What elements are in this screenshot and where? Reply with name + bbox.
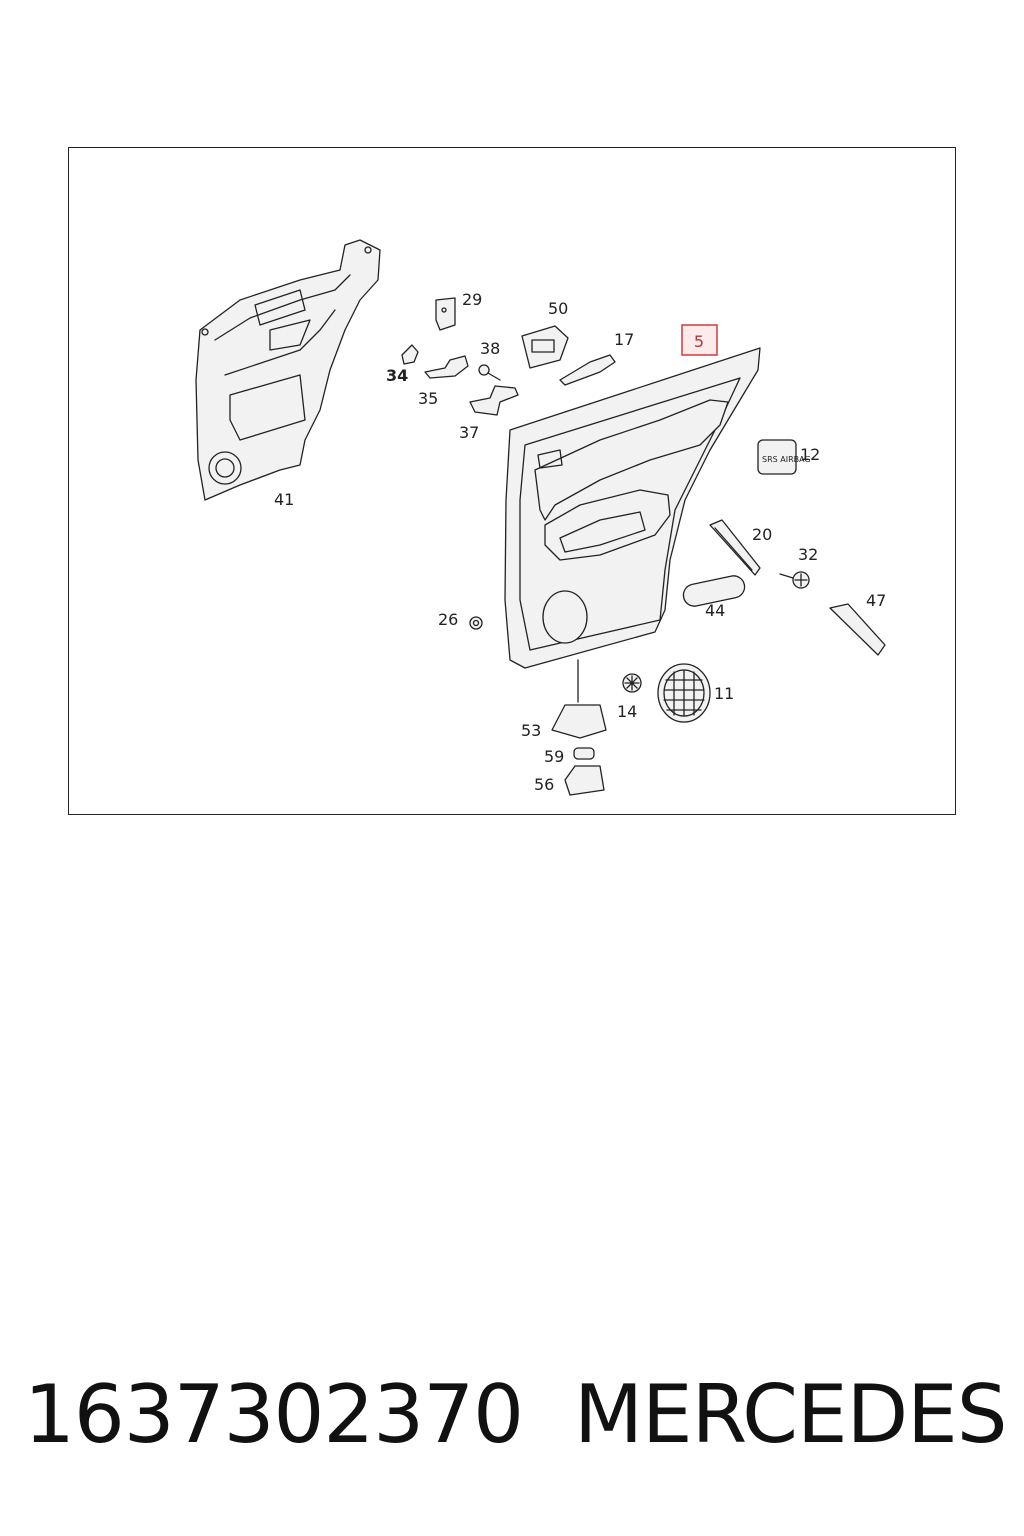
callout-44: 44 [705, 601, 725, 620]
callout-34: 34 [386, 366, 408, 385]
callout-12: 12 [800, 445, 820, 464]
part-53-lamp-housing [551, 704, 607, 739]
part-11-speaker-grille [657, 663, 711, 723]
callout-32: 32 [798, 545, 818, 564]
callout-14: 14 [617, 702, 637, 721]
footer: 1637302370 MERCEDES [0, 1368, 1024, 1468]
callout-29: 29 [462, 290, 482, 309]
part-56-socket [564, 765, 605, 796]
airbag-badge-text: SRS AIRBAG [762, 455, 811, 464]
exploded-parts-diagram: SRS AIRBAG 29 [195, 239, 886, 796]
part-37-bracket [469, 385, 519, 416]
callout-17: 17 [614, 330, 634, 349]
callout-50: 50 [548, 299, 568, 318]
part-59-bulb [573, 747, 595, 760]
callout-20: 20 [752, 525, 772, 544]
part-32-screw [779, 571, 810, 589]
part-47-handle [829, 603, 886, 656]
callout-47: 47 [866, 591, 886, 610]
highlighted-callout-5[interactable]: 5 [681, 324, 718, 356]
part-50-switch [521, 325, 569, 369]
part-41-inner-panel [195, 239, 381, 501]
callout-38: 38 [480, 339, 500, 358]
callout-53: 53 [521, 721, 541, 740]
callout-11: 11 [714, 684, 734, 703]
part-20-handle-insert [709, 519, 761, 576]
part-17-handle-trim [559, 354, 616, 386]
part-34-bracket [401, 344, 419, 365]
callout-56: 56 [534, 775, 554, 794]
callout-41: 41 [274, 490, 294, 509]
callout-59: 59 [544, 747, 564, 766]
part-38-bolt [478, 364, 501, 381]
callout-37: 37 [459, 423, 479, 442]
part-26-clip [469, 616, 483, 630]
part-5-door-trim-panel [504, 347, 761, 703]
part-44-cover [682, 575, 746, 607]
brand-name: MERCEDES [574, 1368, 1008, 1461]
part-14-clip [622, 673, 642, 693]
callout-26: 26 [438, 610, 458, 629]
part-35-bracket [424, 355, 469, 379]
part-number: 1637302370 [24, 1368, 524, 1461]
part-29-clip [435, 297, 456, 331]
part-12-airbag-badge: SRS AIRBAG [757, 439, 811, 475]
callout-35: 35 [418, 389, 438, 408]
highlighted-callout-label: 5 [694, 332, 704, 351]
